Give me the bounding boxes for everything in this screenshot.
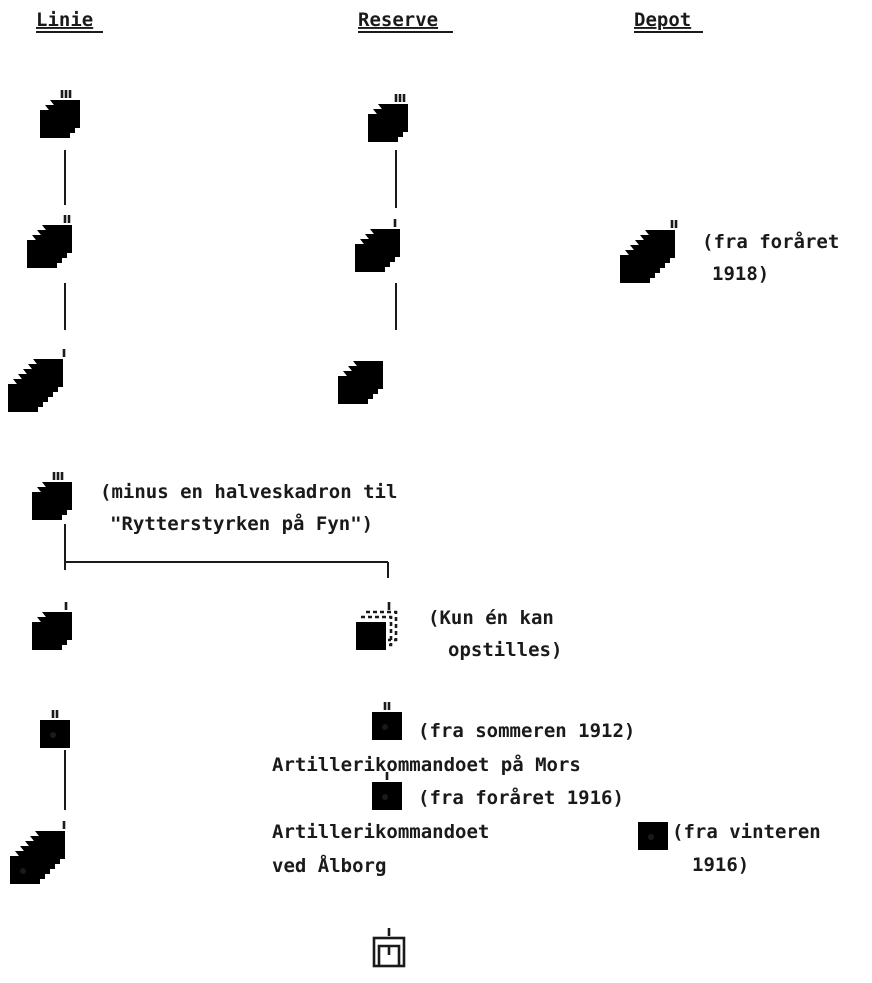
reserve-cavalry-squadron-icon	[356, 602, 398, 650]
header-reserve: Reserve	[358, 9, 438, 31]
infantry-battalion-group-icon	[27, 215, 72, 268]
depot-infantry-note-year: 1918)	[712, 263, 769, 285]
artillery-battery-group-icon	[10, 821, 66, 884]
depot-infantry-note: (fra foråret	[702, 229, 839, 253]
cavalry-regiment-icon	[32, 472, 72, 520]
reserve-infantry-company-group-icon	[338, 361, 383, 404]
reserve-artillery-battalion-icon	[372, 702, 402, 740]
depot-artillery-battery-icon	[638, 822, 668, 850]
artillery-reserve-note-1912: (fra sommeren 1912)	[418, 720, 635, 742]
artillery-depot-note-year: 1916)	[692, 854, 749, 876]
reserve-infantry-battalion-icon	[355, 219, 400, 272]
reserve-cavalry-note: (Kun én kan	[428, 607, 554, 629]
reserve-artillery-battery-icon	[372, 772, 402, 810]
reserve-cavalry-note-opstilles: opstilles)	[448, 639, 562, 661]
artillery-battalion-icon	[40, 710, 70, 748]
artillery-depot-note: (fra vinteren	[672, 821, 821, 843]
header-depot: Depot	[634, 9, 691, 31]
artillery-aalborg-label-ved: ved Ålborg	[272, 853, 386, 877]
cavalry-note-fyn: "Rytterstyrken på Fyn")	[110, 511, 373, 535]
artillery-aalborg-label: Artillerikommandoet	[272, 821, 489, 843]
header-linie: Linie	[36, 9, 93, 31]
cavalry-note: (minus en halveskadron til	[100, 481, 397, 503]
infantry-regiment-icon	[40, 90, 80, 138]
artillery-mors-label: Artillerikommandoet på Mors	[272, 752, 581, 776]
infantry-company-group-icon	[8, 349, 66, 412]
cavalry-squadron-group-icon	[32, 602, 72, 650]
artillery-reserve-note-1916: (fra foråret 1916)	[418, 785, 624, 809]
depot-infantry-group-icon	[620, 220, 678, 283]
reserve-infantry-regiment-icon	[368, 94, 408, 142]
engineer-unit-icon	[372, 928, 406, 968]
